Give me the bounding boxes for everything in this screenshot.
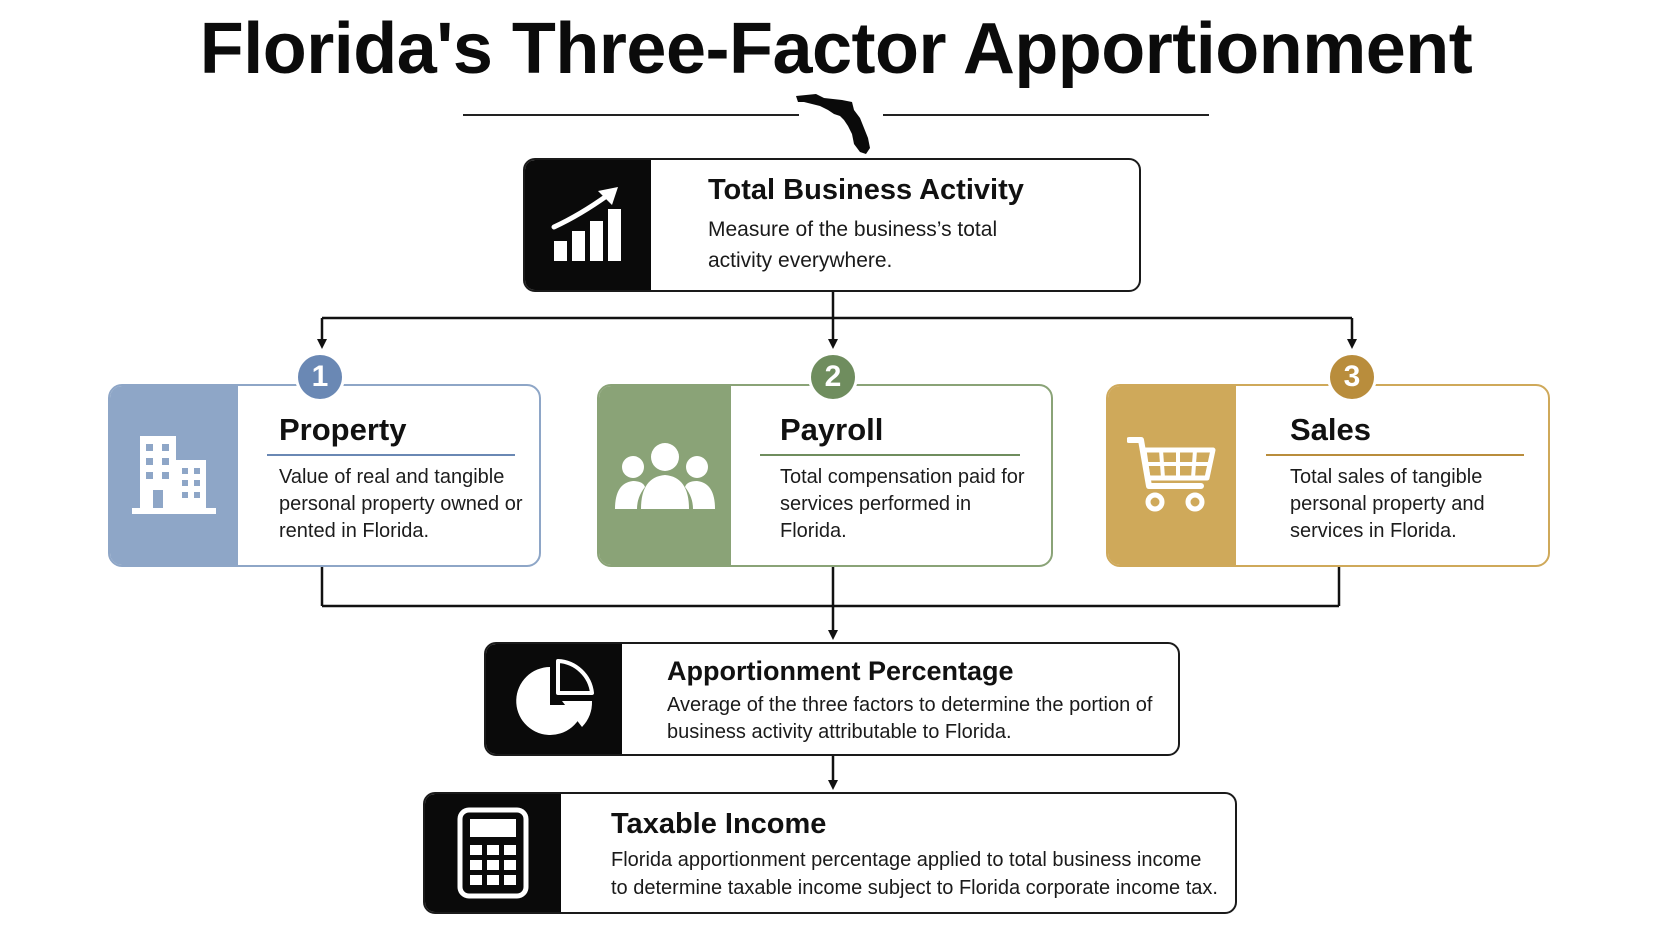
people-icon <box>615 442 715 509</box>
total-business-activity-box: Total Business Activity Measure of the b… <box>523 158 1141 292</box>
property-number-badge: 1 <box>298 355 342 399</box>
pie-chart-icon <box>516 659 594 735</box>
calculator-icon <box>457 807 529 899</box>
property-heading: Property <box>279 412 407 447</box>
payroll-heading: Payroll <box>780 412 884 447</box>
title-divider-right <box>883 114 1209 116</box>
building-icon <box>132 435 216 514</box>
sales-heading: Sales <box>1290 412 1372 447</box>
sales-factor-box: Sales Total sales of tangible personal p… <box>1106 384 1550 567</box>
taxable-income-description: Florida apportionment percentage applied… <box>611 849 1218 899</box>
page-title: Florida's Three-Factor Apportionment <box>199 9 1473 89</box>
taxable-income-icon-panel <box>425 794 561 912</box>
payroll-icon-panel <box>599 386 731 565</box>
total-business-activity-heading: Total Business Activity <box>708 174 1024 206</box>
property-description: Value of real and tangible personal prop… <box>279 466 523 542</box>
sales-number-badge: 3 <box>1330 355 1374 399</box>
payroll-underline <box>760 454 1020 456</box>
property-underline <box>267 454 515 456</box>
florida-map-icon <box>796 94 870 154</box>
title-divider-left <box>463 114 799 116</box>
payroll-number-badge: 2 <box>811 355 855 399</box>
total-business-activity-description: Measure of the business’s total activity… <box>708 218 998 272</box>
sales-underline <box>1266 454 1524 456</box>
payroll-factor-box: Payroll Total compensation paid for serv… <box>597 384 1053 567</box>
apportionment-icon-panel <box>486 644 622 754</box>
shopping-cart-icon <box>1127 436 1216 511</box>
taxable-income-box: Taxable Income Florida apportionment per… <box>423 792 1237 914</box>
apportionment-percentage-box: Apportionment Percentage Average of the … <box>484 642 1180 756</box>
payroll-description: Total compensation paid for services per… <box>780 466 1025 542</box>
apportionment-heading: Apportionment Percentage <box>667 656 1014 686</box>
apportionment-description: Average of the three factors to determin… <box>667 694 1153 743</box>
property-icon-panel <box>110 386 238 565</box>
growth-chart-icon <box>551 187 621 261</box>
total-business-activity-icon-panel <box>525 160 651 290</box>
sales-icon-panel <box>1108 386 1236 565</box>
taxable-income-heading: Taxable Income <box>611 808 827 840</box>
property-factor-box: Property Value of real and tangible pers… <box>108 384 541 567</box>
sales-description: Total sales of tangible personal propert… <box>1290 466 1485 542</box>
